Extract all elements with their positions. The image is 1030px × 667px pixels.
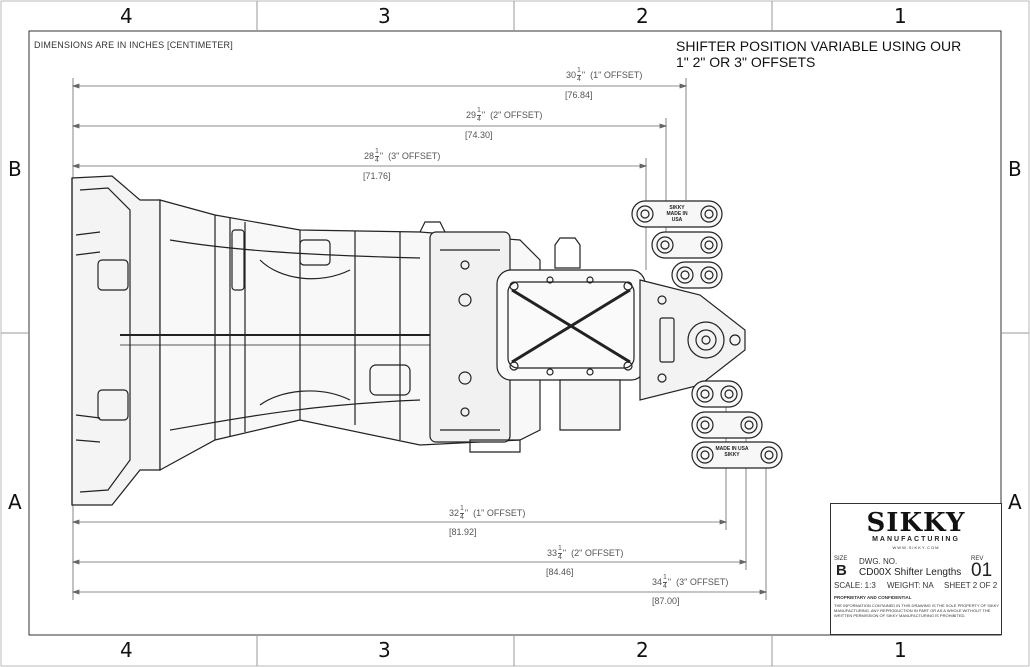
rev-label: REV bbox=[971, 556, 984, 562]
proprietary-text: THE INFORMATION CONTAINED IN THIS DRAWIN… bbox=[834, 603, 999, 618]
zone-right-b: B bbox=[1008, 157, 1022, 181]
units-note: DIMENSIONS ARE IN INCHES [CENTIMETER] bbox=[34, 40, 233, 50]
zone-top-4: 4 bbox=[120, 4, 133, 28]
zone-top-1: 1 bbox=[894, 4, 907, 28]
plate-brand-bottom: SIKKY bbox=[724, 452, 740, 458]
company-logo-sub: MANUFACTURING bbox=[872, 536, 960, 543]
transmission-drawing bbox=[71, 175, 746, 506]
dim-top-1-cm: [76.84] bbox=[565, 90, 593, 100]
dim-bottom-2-cm: [84.46] bbox=[546, 567, 574, 577]
plate-made-bottom: MADE IN USA bbox=[715, 446, 749, 452]
shifter-plates-top bbox=[631, 200, 723, 289]
plate-made: MADE IN USA bbox=[666, 211, 688, 223]
shifter-note-line1: SHIFTER POSITION VARIABLE USING OUR bbox=[676, 38, 962, 54]
proprietary-title: PROPRIETARY AND CONFIDENTIAL bbox=[834, 595, 912, 600]
dwg-value: CD00X Shifter Lengths bbox=[859, 567, 962, 578]
top-dimension-lines bbox=[71, 78, 688, 270]
dim-top-3-cm: [71.76] bbox=[363, 171, 391, 181]
plate-mark-top: SIKKY MADE IN USA bbox=[662, 205, 692, 223]
shifter-note-line2: 1" 2" OR 3" OFFSETS bbox=[676, 54, 816, 70]
sheet-value: SHEET 2 OF 2 bbox=[944, 581, 998, 590]
size-label: SIZE bbox=[834, 556, 848, 562]
zone-top-2: 2 bbox=[636, 4, 649, 28]
rev-value: 01 bbox=[971, 560, 993, 581]
zone-bottom-1: 1 bbox=[894, 638, 907, 662]
plate-mark-bottom: MADE IN USA SIKKY bbox=[712, 446, 752, 458]
dim-bottom-1-cm: [81.92] bbox=[449, 527, 477, 537]
scale-value: SCALE: 1:3 bbox=[834, 581, 876, 590]
zone-bottom-2: 2 bbox=[636, 638, 649, 662]
zone-bottom-4: 4 bbox=[120, 638, 133, 662]
zone-left-a: A bbox=[8, 490, 22, 514]
shifter-plates-bottom bbox=[691, 380, 783, 469]
zone-left-b: B bbox=[8, 157, 22, 181]
company-website: WWW.SIKKY.COM bbox=[892, 545, 940, 550]
zone-right-a: A bbox=[1008, 490, 1022, 514]
plate-brand: SIKKY bbox=[669, 205, 685, 211]
zone-bottom-3: 3 bbox=[378, 638, 391, 662]
company-logo: SIKKY bbox=[866, 508, 966, 538]
dim-top-2-cm: [74.30] bbox=[465, 130, 493, 140]
dim-bottom-3-cm: [87.00] bbox=[652, 596, 680, 606]
dwg-label: DWG. NO. bbox=[859, 557, 898, 566]
weight-value: WEIGHT: NA bbox=[887, 581, 934, 590]
title-block: SIKKY MANUFACTURING WWW.SIKKY.COM SIZE B… bbox=[830, 503, 1002, 635]
size-value: B bbox=[836, 562, 847, 579]
zone-top-3: 3 bbox=[378, 4, 391, 28]
